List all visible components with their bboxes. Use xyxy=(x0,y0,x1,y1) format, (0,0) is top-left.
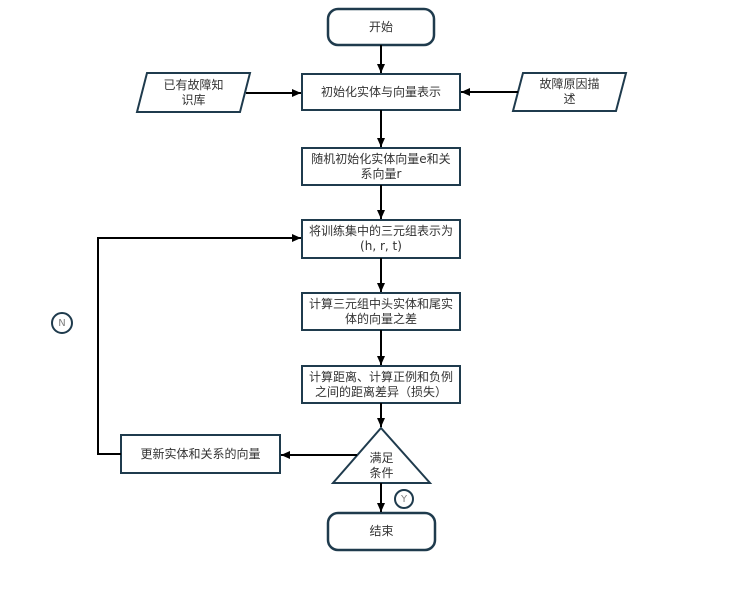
branch-yes-circle xyxy=(394,489,414,509)
init-representation-node-shape[interactable] xyxy=(301,73,461,111)
vector-difference-node-shape[interactable] xyxy=(301,292,461,331)
knowledge-base-node-shape[interactable] xyxy=(135,72,252,113)
distance-loss-node-shape[interactable] xyxy=(301,365,461,404)
random-init-vectors-node-shape[interactable] xyxy=(301,147,461,186)
fault-description-node-shape[interactable] xyxy=(511,72,628,112)
triple-representation-node-shape[interactable] xyxy=(301,219,461,259)
start-node-shape[interactable] xyxy=(326,7,436,47)
end-node-shape[interactable] xyxy=(326,511,437,552)
connector-update-loop-to-triple xyxy=(97,234,301,455)
branch-no-circle xyxy=(51,312,73,334)
update-vectors-node-shape[interactable] xyxy=(120,434,281,474)
